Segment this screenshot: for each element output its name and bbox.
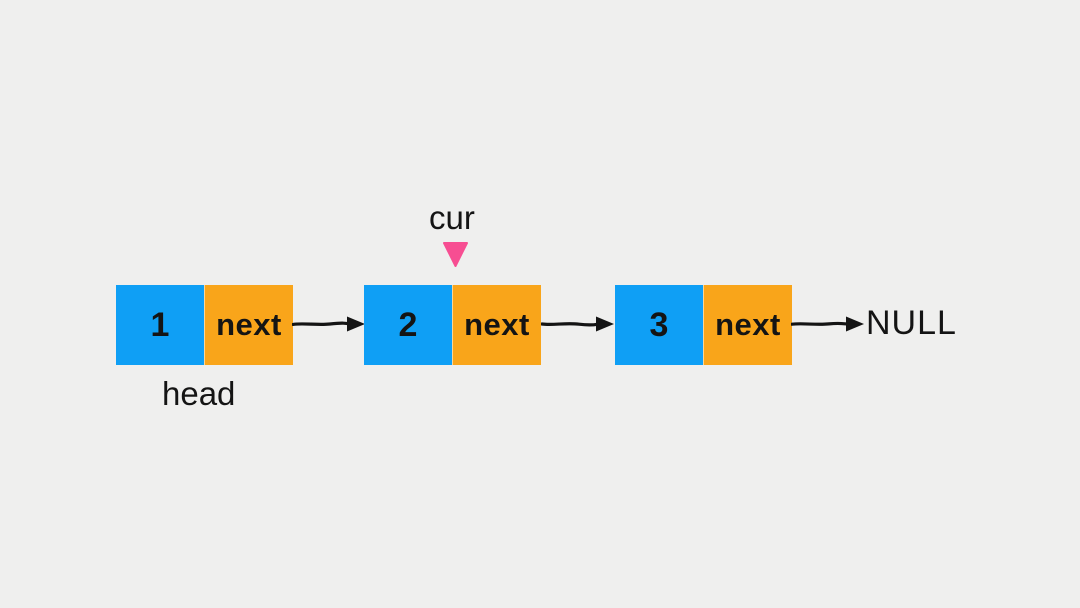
cur-pointer-label: cur bbox=[429, 199, 475, 236]
node-3-value-cell: 3 bbox=[615, 285, 703, 365]
arrow-node2-to-node3-icon bbox=[541, 312, 615, 336]
head-pointer-label: head bbox=[162, 375, 236, 412]
list-node-3: 3 next bbox=[615, 285, 792, 365]
node-1-next-cell: next bbox=[204, 285, 293, 365]
null-terminator-label: NULL bbox=[866, 304, 957, 342]
list-node-1: 1 next bbox=[116, 285, 293, 365]
cur-pointer-triangle-icon bbox=[443, 242, 468, 267]
node-2-value-cell: 2 bbox=[364, 285, 452, 365]
arrow-node3-to-null-icon bbox=[791, 312, 865, 336]
node-3-next-cell: next bbox=[703, 285, 792, 365]
node-1-value-cell: 1 bbox=[116, 285, 204, 365]
node-2-next-cell: next bbox=[452, 285, 541, 365]
list-node-2: 2 next bbox=[364, 285, 541, 365]
arrow-node1-to-node2-icon bbox=[292, 312, 366, 336]
